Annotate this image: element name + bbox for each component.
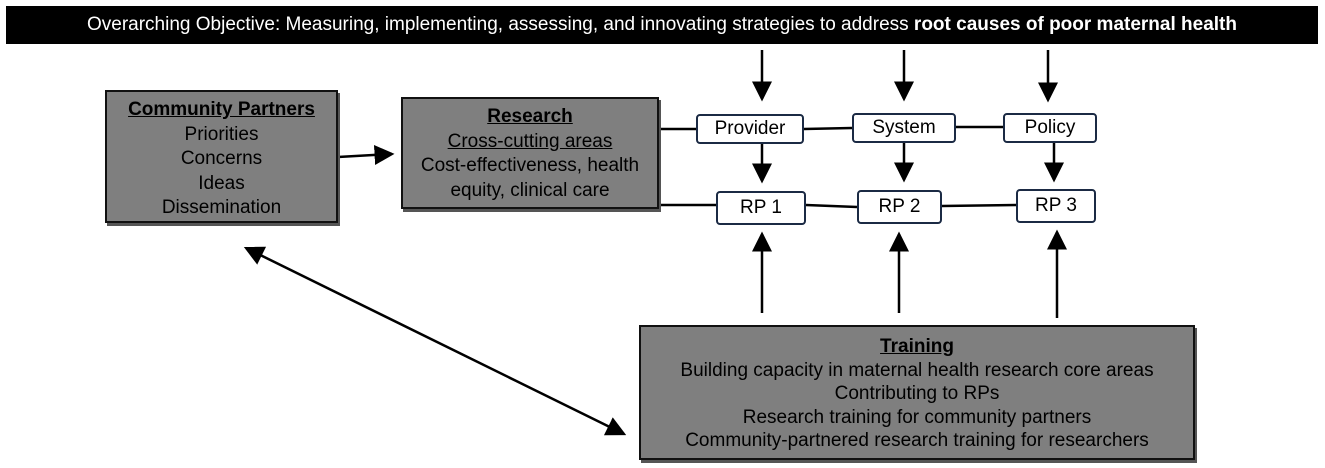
arrow-community-to-research bbox=[337, 144, 395, 165]
research-line: equity, clinical care bbox=[450, 179, 610, 201]
training-item: Research training for community partners bbox=[742, 406, 1092, 428]
community-item: Priorities bbox=[184, 123, 259, 145]
objective-banner: Overarching Objective: Measuring, implem… bbox=[6, 6, 1318, 44]
training-item: Building capacity in maternal health res… bbox=[680, 359, 1154, 381]
line-rp1-rp2 bbox=[805, 203, 858, 209]
system-node: System bbox=[852, 113, 956, 143]
community-item: Concerns bbox=[180, 148, 263, 169]
research-subtitle: Cross-cutting areas bbox=[447, 130, 613, 152]
community-title: Community Partners bbox=[128, 99, 315, 120]
rp1-node: RP 1 bbox=[716, 191, 806, 225]
training-item: Community-partnered research training fo… bbox=[685, 430, 1149, 451]
training-item: Contributing to RPs bbox=[834, 383, 1000, 404]
training-box: Training Building capacity in maternal h… bbox=[639, 325, 1195, 460]
community-item: Dissemination bbox=[161, 197, 282, 218]
community-item: Ideas bbox=[198, 172, 245, 194]
community-partners-box: Community Partners Priorities Concerns I… bbox=[105, 90, 338, 223]
rp3-node: RP 3 bbox=[1016, 189, 1096, 223]
research-line: Cost-effectiveness, health bbox=[420, 155, 640, 176]
line-provider-system bbox=[803, 126, 853, 131]
provider-node: Provider bbox=[696, 114, 804, 144]
objective-emphasis: root causes of poor maternal health bbox=[913, 14, 1237, 35]
arrow-community-training bbox=[243, 246, 627, 436]
policy-node: Policy bbox=[1003, 113, 1097, 143]
research-title: Research bbox=[487, 106, 573, 127]
research-box: Research Cross-cutting areas Cost-effect… bbox=[401, 97, 659, 209]
rp2-node: RP 2 bbox=[857, 190, 942, 224]
line-rp2-rp3 bbox=[941, 203, 1017, 208]
training-title: Training bbox=[880, 336, 954, 357]
objective-text: Overarching Objective: Measuring, implem… bbox=[86, 14, 914, 35]
